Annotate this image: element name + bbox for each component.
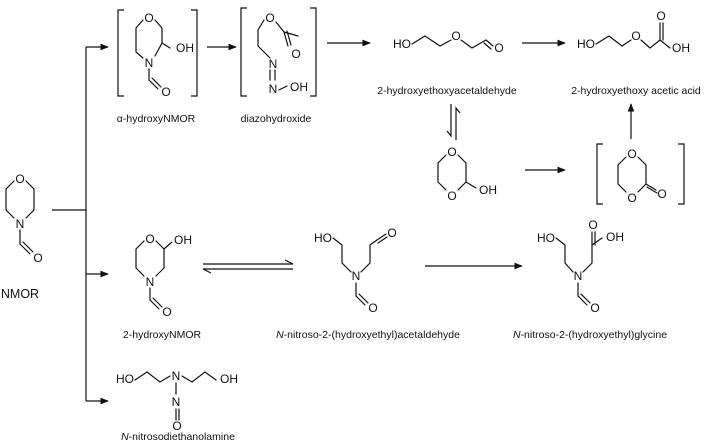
atom-label: O: [588, 218, 597, 232]
equilibrium-arrows-horizontal: [202, 259, 294, 274]
atom-label: N: [352, 269, 361, 283]
atom-label: OH: [672, 41, 690, 55]
atom-label: HO: [577, 37, 595, 51]
compound-label-nitrosodiethanolamine: N-nitrosodiethanolamine: [121, 431, 235, 443]
compound-label-alpha-hydroxy-nmor: α-hydroxyNMOR: [117, 113, 196, 125]
compound-label-hydroxyethoxyacetaldehyde: 2-hydroxyethoxyacetaldehyde: [377, 85, 517, 97]
compound-label-hydroxy-nmor-2: 2-hydroxyNMOR: [123, 329, 202, 341]
italic-prefix: N: [513, 329, 521, 341]
atom-label: OH: [606, 230, 624, 244]
italic-prefix: N: [276, 329, 284, 341]
atom-label: OH: [176, 41, 194, 55]
atom-label: O: [451, 29, 460, 43]
atom-label: N: [146, 275, 155, 289]
dioxanone-structure: O O O: [596, 143, 685, 205]
atom-label: O: [627, 191, 636, 205]
atom-label: OH: [290, 80, 308, 94]
atom-label: O: [161, 85, 170, 99]
atom-label: O: [590, 301, 599, 315]
atom-label: O: [368, 301, 377, 315]
atom-label: N: [172, 395, 181, 409]
atom-label: OH: [479, 183, 497, 197]
compound-label-diazohydroxide: diazohydroxide: [241, 113, 312, 125]
nitroso-hydroxyethyl-acetaldehyde-structure: HO N O O: [314, 226, 397, 315]
atom-label: O: [162, 305, 171, 319]
atom-label: O: [265, 11, 274, 25]
atom-label: N: [172, 369, 181, 383]
atom-label: OH: [174, 233, 192, 247]
alpha-hydroxy-nmor-structure: O OH N O: [117, 9, 198, 99]
atom-label: N: [145, 56, 154, 70]
italic-prefix: N: [121, 431, 129, 443]
hydroxyethoxyacetaldehyde-structure: HO O O: [393, 29, 504, 55]
atom-label: HO: [116, 372, 134, 386]
dioxanol-structure: O O OH: [437, 145, 497, 203]
atom-label: O: [387, 226, 396, 240]
nmor-structure: O N O: [5, 172, 43, 265]
equilibrium-arrows-vertical: [446, 104, 461, 140]
atom-label: HO: [537, 231, 555, 245]
atom-label: O: [15, 172, 24, 186]
atom-label: O: [172, 419, 181, 433]
name-rest: -nitroso-2-(hydroxyethyl)glycine: [521, 329, 668, 341]
atom-label: O: [447, 189, 456, 203]
atom-label: N: [269, 82, 278, 96]
atom-label: OH: [220, 372, 238, 386]
atom-label: O: [656, 9, 665, 23]
atom-label: HO: [314, 231, 332, 245]
atom-label: N: [574, 269, 583, 283]
compound-label-nmor: NMOR: [1, 287, 39, 301]
atom-label: N: [16, 217, 25, 231]
atom-label: O: [33, 251, 42, 265]
atom-label: O: [447, 145, 456, 159]
compound-label-hydroxyethoxy-acetic-acid: 2-hydroxyethoxy acetic acid: [571, 85, 701, 97]
atom-label: O: [631, 29, 640, 43]
atom-label: N: [269, 57, 278, 71]
atom-label: O: [494, 41, 503, 55]
nitrosodiethanolamine-structure: HO N OH N O: [116, 369, 238, 433]
atom-label: O: [291, 47, 300, 61]
diazohydroxide-structure: O O N N OH: [240, 7, 317, 97]
atom-label: O: [627, 147, 636, 161]
name-rest: -nitrosodiethanolamine: [129, 431, 235, 443]
branch-arrows: [52, 43, 109, 405]
name-rest: -nitroso-2-(hydroxyethyl)acetaldehyde: [284, 329, 460, 341]
compound-label-nitroso-hydroxyethyl-glycine: N-nitroso-2-(hydroxyethyl)glycine: [513, 329, 667, 341]
atom-label: O: [145, 232, 154, 246]
atom-label: O: [144, 11, 153, 25]
hydroxy-nmor-2-structure: O OH N O: [135, 232, 192, 319]
atom-label: O: [657, 187, 666, 201]
atom-label: HO: [393, 37, 411, 51]
hydroxyethoxy-acetic-acid-structure: HO O OH O: [577, 9, 690, 55]
nitroso-hydroxyethyl-glycine-structure: HO N OH O O: [537, 218, 624, 315]
compound-label-nitroso-hydroxyethyl-acetaldehyde: N-nitroso-2-(hydroxyethyl)acetaldehyde: [276, 329, 460, 341]
